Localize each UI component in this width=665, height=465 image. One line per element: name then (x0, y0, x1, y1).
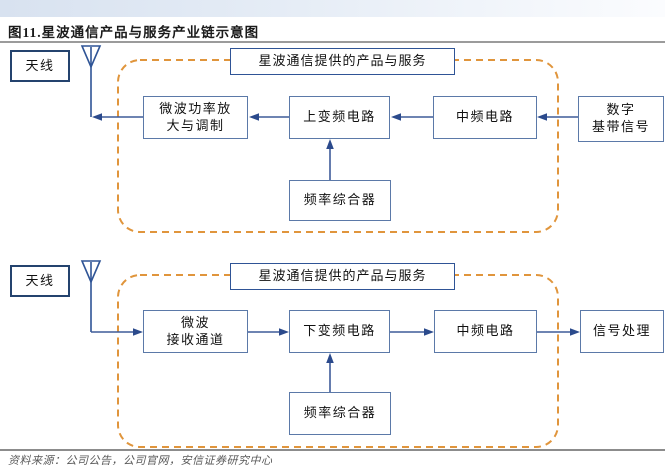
receive-synthesizer-box: 频率综合器 (289, 392, 391, 435)
receive-channel-box: 微波 接收通道 (143, 310, 248, 353)
transmit-scope-label-box: 星波通信提供的产品与服务 (230, 48, 455, 75)
receive-if-circuit-box: 中频电路 (434, 310, 537, 353)
receive-arrows (91, 328, 580, 394)
transmit-arrows (92, 113, 578, 180)
transmit-if-circuit-box: 中频电路 (433, 96, 537, 139)
receive-signal-processing-box: 信号处理 (580, 310, 664, 353)
transmit-synthesizer-box: 频率综合器 (289, 180, 391, 221)
title-divider (0, 41, 665, 43)
header-gradient-strip (0, 0, 665, 17)
transmit-antenna-icon (80, 45, 102, 117)
source-note: 资料来源：公司公告，公司官网，安信证券研究中心 (8, 455, 273, 465)
figure-title: 图11.星波通信产品与服务产业链示意图 (8, 25, 260, 40)
footer-divider (0, 449, 665, 451)
transmit-antenna-label-box: 天线 (10, 50, 70, 82)
transmit-baseband-box: 数字 基带信号 (578, 96, 664, 142)
receive-downconverter-box: 下变频电路 (289, 310, 390, 353)
receive-scope-label-box: 星波通信提供的产品与服务 (230, 263, 455, 290)
receive-antenna-label-box: 天线 (10, 265, 70, 297)
transmit-power-amp-box: 微波功率放 大与调制 (143, 96, 248, 139)
transmit-upconverter-box: 上变频电路 (289, 96, 390, 139)
receive-antenna-icon (80, 260, 102, 332)
